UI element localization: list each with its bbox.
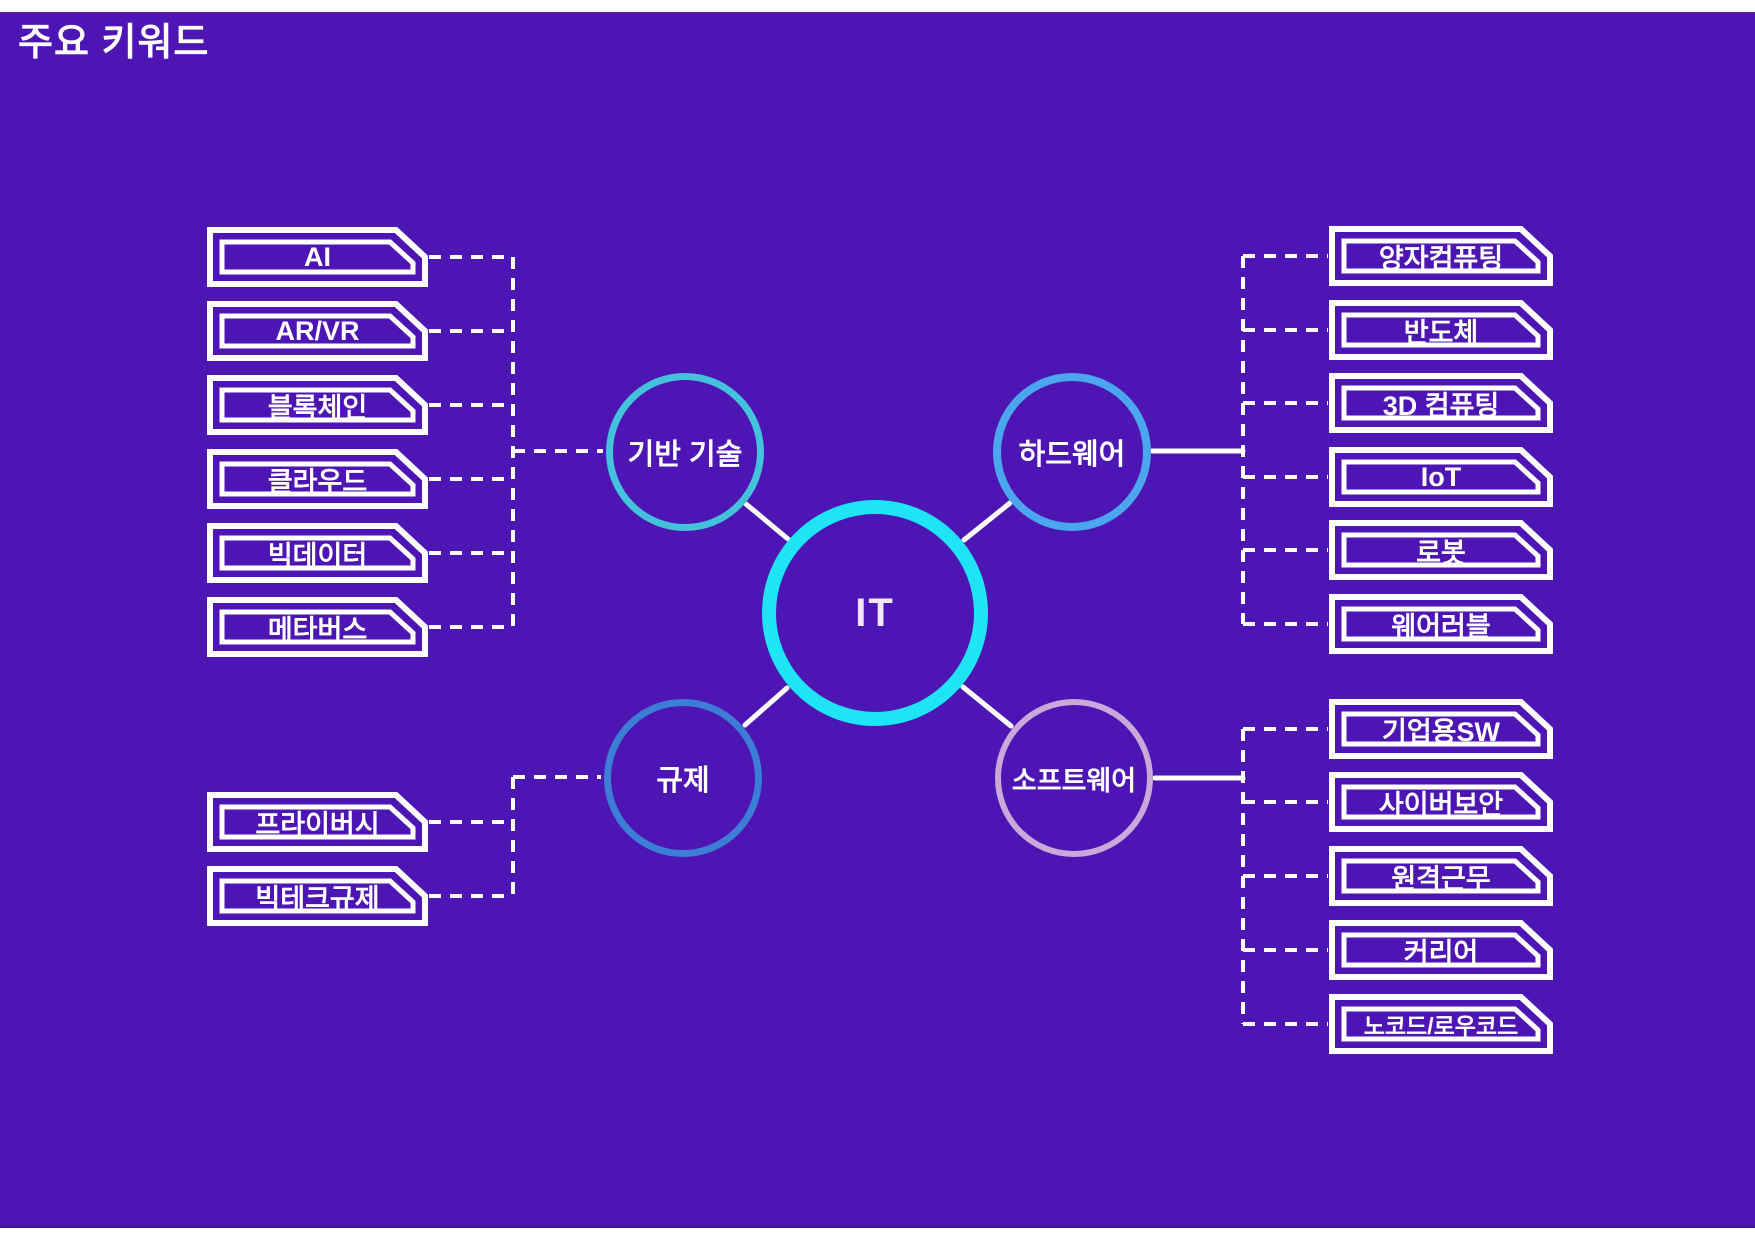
branch-node-label: 하드웨어 [1018,439,1126,471]
keyword-box-frame [207,523,428,583]
keyword-box: 3D 컴퓨팅 [1329,373,1553,433]
keyword-box: 블록체인 [207,375,428,435]
foundation-connectors [429,255,791,629]
keyword-label: 반도체 [1403,317,1479,348]
keyword-box: 메타버스 [207,597,428,657]
keyword-box-frame [207,597,428,657]
keyword-box: AI [207,227,428,287]
keyword-label: IoT [1420,461,1462,492]
keyword-box-frame [1329,447,1553,507]
keyword-label: 양자컴퓨팅 [1378,243,1504,274]
keyword-label: 로봇 [1416,537,1466,568]
keyword-box-frame [1329,373,1553,433]
keyword-box-frame [1329,846,1553,906]
page-title: 주요 키워드 [18,22,210,64]
keyword-box-frame [1329,920,1553,980]
center-node: IT [762,500,988,726]
keyword-box: 반도체 [1329,300,1553,360]
keyword-box: 노코드/로우코드 [1329,994,1553,1054]
keyword-label: AI [304,241,331,272]
branch-node-label: 기반 기술 [627,439,743,471]
branch-node-foundation-tech: 기반 기술 [606,373,764,531]
keyword-box-frame [207,866,428,926]
keyword-label: 기업용SW [1381,716,1500,747]
keyword-box-frame [207,375,428,435]
regulation-connectors [429,685,790,898]
keyword-box: 빅테크규제 [207,866,428,926]
keyword-box-frame [1329,520,1553,580]
keyword-box: AR/VR [207,301,428,361]
keyword-box-frame [207,301,428,361]
keyword-box-frame [1329,226,1553,286]
keyword-box: 커리어 [1329,920,1553,980]
keyword-box: 웨어러블 [1329,594,1553,654]
keyword-label: 3D 컴퓨팅 [1382,390,1500,421]
keyword-box-frame [1329,994,1553,1054]
keyword-label: 노코드/로우코드 [1363,1013,1519,1039]
keyword-label: 웨어러블 [1391,611,1491,642]
branch-node-label: 소프트웨어 [1011,765,1137,796]
branch-node-label: 규제 [656,765,710,797]
center-node-label: IT [855,590,895,635]
keyword-label: 빅데이터 [267,540,368,571]
keyword-box: IoT [1329,447,1553,507]
keyword-label: 블록체인 [267,392,368,423]
hardware-connectors [961,254,1328,626]
software-connectors [960,684,1328,1026]
keyword-label: AR/VR [275,315,360,346]
keyword-box: 사이버보안 [1329,772,1553,832]
keyword-box: 클라우드 [207,449,428,509]
keyword-label: 클라우드 [267,466,368,497]
branch-node-regulation: 규제 [604,699,762,857]
keyword-label: 메타버스 [267,614,368,645]
keyword-box-frame [1329,772,1553,832]
keyword-box: 양자컴퓨팅 [1329,226,1553,286]
keyword-box-frame [207,792,428,852]
keyword-box-frame [207,449,428,509]
keyword-box-frame [1329,699,1553,759]
keyword-label: 커리어 [1403,937,1479,968]
keyword-label: 사이버보안 [1378,789,1504,820]
keyword-label: 빅테크규제 [255,883,380,914]
keyword-box: 로봇 [1329,520,1553,580]
keyword-label: 원격근무 [1391,863,1491,894]
keyword-box: 기업용SW [1329,699,1553,759]
keyword-box-frame [1329,300,1553,360]
branch-node-software: 소프트웨어 [995,699,1153,857]
keyword-box: 원격근무 [1329,846,1553,906]
keyword-box: 빅데이터 [207,523,428,583]
keyword-box-frame [1329,594,1553,654]
branch-node-hardware: 하드웨어 [993,373,1151,531]
keyword-label: 프라이버시 [255,809,380,840]
keyword-box: 프라이버시 [207,792,428,852]
keyword-box-frame [207,227,428,287]
